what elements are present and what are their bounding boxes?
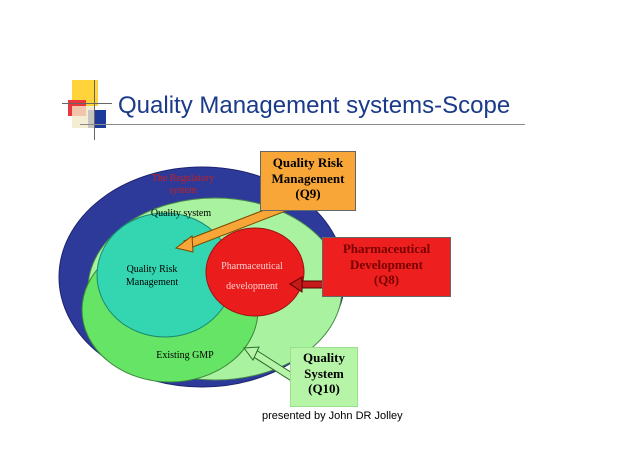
- pharma-label-line2: development: [226, 281, 278, 292]
- pharma-label-line1: Pharmaceutical: [221, 261, 283, 272]
- regulatory-label-line2: system: [169, 185, 197, 196]
- q10-line1: Quality: [303, 350, 345, 365]
- q9-line2: Management: [271, 170, 345, 186]
- q10-line2: System: [304, 365, 344, 381]
- q10-callout: Quality System (Q10): [290, 347, 358, 407]
- logo-vertical-line: [94, 80, 95, 140]
- presenter-footer: presented by John DR Jolley: [262, 410, 403, 422]
- existing-gmp-label: Existing GMP: [156, 350, 214, 361]
- qrm-label-line1: Quality Risk: [127, 264, 178, 275]
- q9-callout: Quality Risk Management (Q9): [260, 151, 356, 211]
- logo-horizontal-line: [62, 103, 112, 104]
- slide-title: Quality Management systems-Scope: [118, 92, 511, 119]
- regulatory-label-line1: The Regulatory: [152, 173, 214, 184]
- q8-line1: Pharmaceutical: [342, 241, 431, 256]
- quality-system-label: Quality system: [151, 208, 211, 219]
- q8-line2: Development: [350, 256, 423, 272]
- q8-line3: (Q8): [373, 272, 400, 288]
- q10-line3: (Q10): [308, 381, 340, 397]
- qrm-label-line2: Management: [126, 277, 178, 288]
- q8-callout: Pharmaceutical Development (Q8): [322, 237, 451, 297]
- title-divider: [80, 124, 525, 125]
- q9-line1: Quality Risk: [272, 155, 344, 170]
- logo-pale-square: [72, 106, 94, 128]
- q9-line3: (Q9): [295, 186, 321, 202]
- logo-decoration: [0, 0, 130, 140]
- pharmaceutical-development-circle: [205, 227, 305, 317]
